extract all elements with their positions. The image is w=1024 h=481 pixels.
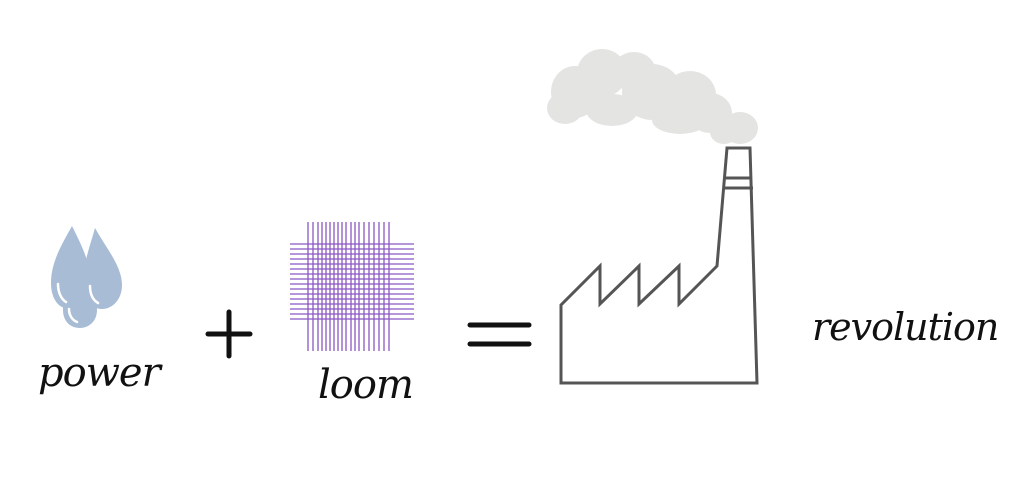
label-power: power <box>38 350 161 396</box>
drop-bottom <box>63 265 97 328</box>
water-drops-icon <box>51 226 122 328</box>
drop-right <box>83 228 122 309</box>
factory-icon <box>559 146 759 385</box>
smoke-cloud-icon <box>547 49 758 144</box>
label-revolution: revolution <box>812 305 999 349</box>
plus-operator <box>205 309 253 359</box>
woven-grid-icon <box>290 222 414 351</box>
label-loom: loom <box>318 362 414 408</box>
equals-operator <box>467 322 532 347</box>
